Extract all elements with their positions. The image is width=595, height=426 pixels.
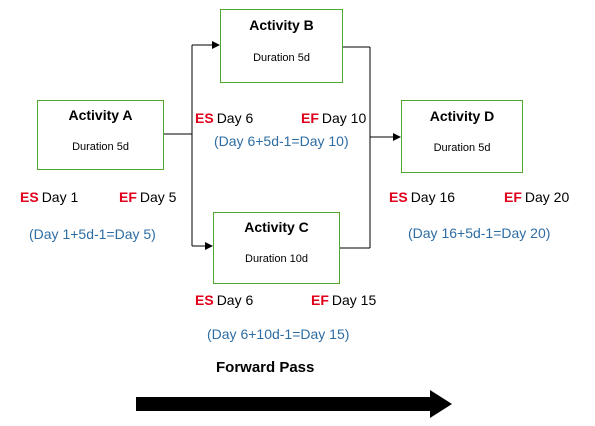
activity-c-name: Activity C (244, 219, 309, 235)
ef-value: Day 15 (331, 292, 377, 308)
activity-b-calc: (Day 6+5d-1=Day 10) (214, 133, 349, 149)
es-value: Day 1 (41, 189, 79, 205)
activity-a-name: Activity A (68, 107, 133, 123)
activity-b-box: Activity B Duration 5d (220, 9, 343, 83)
activity-d-duration: Duration 5d (433, 142, 491, 154)
es-key: ES (389, 189, 408, 205)
forward-pass-label: Forward Pass (216, 359, 315, 376)
activity-c-box: Activity C Duration 10d (213, 212, 340, 284)
forward-pass-arrow (136, 390, 452, 418)
activity-a-calc: (Day 1+5d-1=Day 5) (29, 226, 156, 242)
ef-key: EF (504, 189, 522, 205)
ef-value: Day 10 (321, 110, 367, 126)
ef-value: Day 5 (139, 189, 177, 205)
es-key: ES (20, 189, 39, 205)
activity-c-duration: Duration 10d (245, 253, 308, 265)
activity-d-box: Activity D Duration 5d (401, 100, 523, 173)
es-value: Day 6 (216, 292, 254, 308)
es-value: Day 6 (216, 110, 254, 126)
activity-b-duration: Duration 5d (253, 52, 310, 64)
activity-d-name: Activity D (429, 108, 495, 124)
activity-a-duration: Duration 5d (72, 141, 129, 153)
ef-key: EF (301, 110, 319, 126)
activity-d-calc: (Day 16+5d-1=Day 20) (408, 225, 551, 241)
es-value: Day 16 (410, 189, 456, 205)
es-key: ES (195, 292, 214, 308)
activity-c-calc: (Day 6+10d-1=Day 15) (207, 326, 350, 342)
activity-b-name: Activity B (249, 17, 314, 33)
ef-key: EF (311, 292, 329, 308)
ef-key: EF (119, 189, 137, 205)
ef-value: Day 20 (524, 189, 570, 205)
activity-a-box: Activity A Duration 5d (37, 100, 164, 170)
es-key: ES (195, 110, 214, 126)
